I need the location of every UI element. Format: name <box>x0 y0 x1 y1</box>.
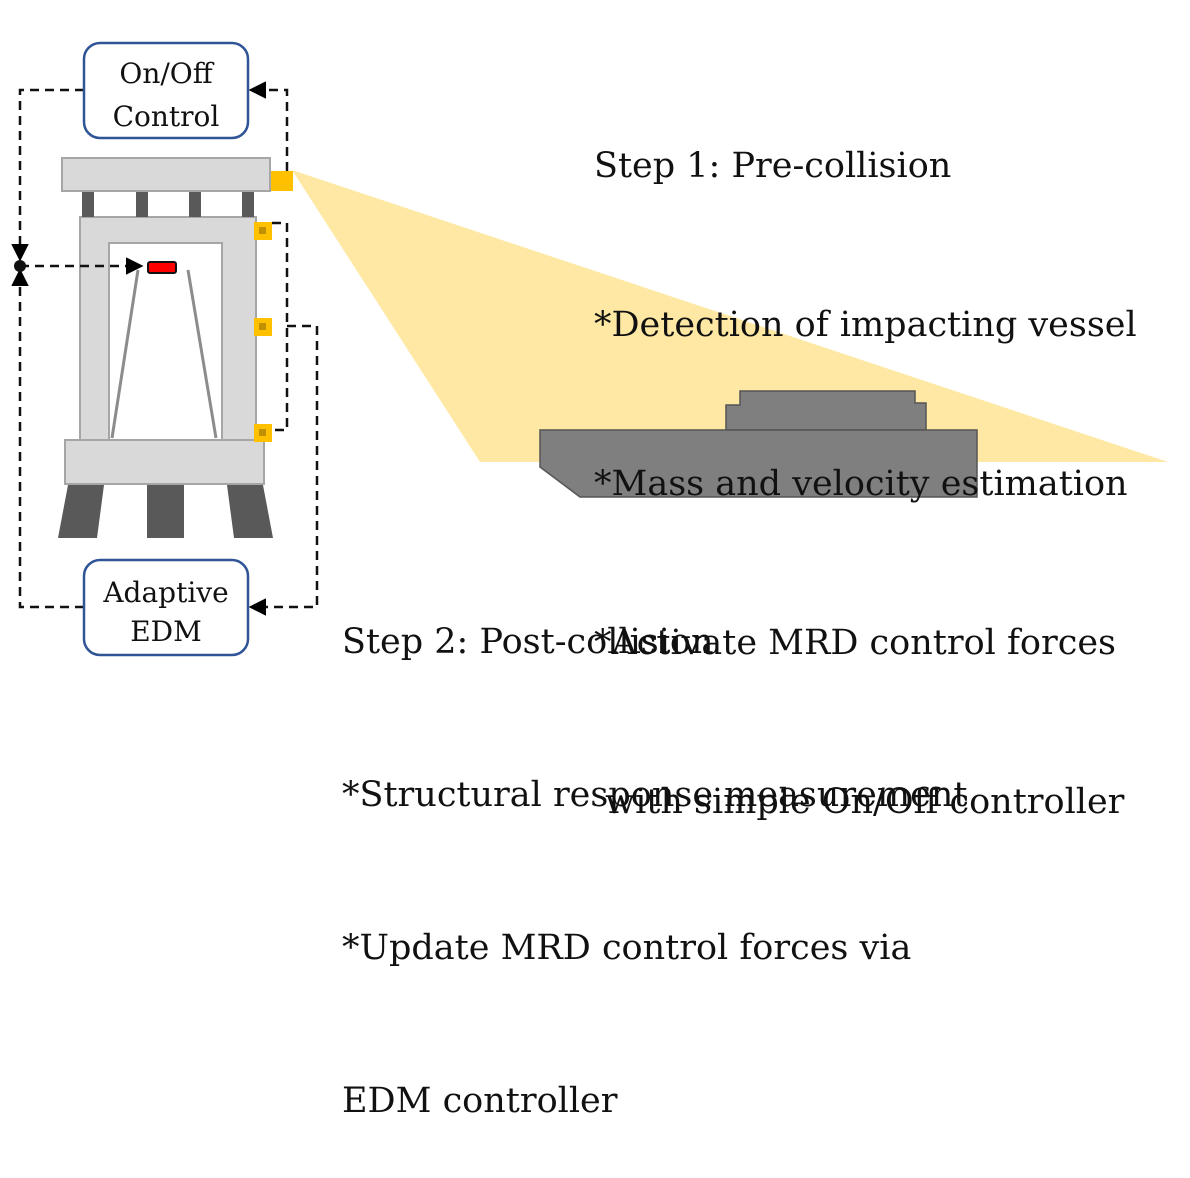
sensor-upper <box>254 222 272 240</box>
signal-edm-to-junction <box>11 268 84 609</box>
on-off-label-line2: Control <box>113 100 220 133</box>
detection-zone <box>292 170 1168 462</box>
pile-center <box>147 485 184 538</box>
bearing-2 <box>136 191 148 217</box>
step2-description: Step 2: Post-collision *Structural respo… <box>342 515 967 1178</box>
step2-item: EDM controller <box>342 1081 618 1121</box>
step2-item: *Structural response measurement <box>342 775 968 815</box>
sensor-lower <box>254 424 272 442</box>
bearing-1 <box>82 191 94 217</box>
step1-title: Step 1: Pre-collision <box>594 146 952 186</box>
vessel-superstructure <box>725 390 927 431</box>
on-off-label-line1: On/Off <box>119 57 214 90</box>
sensor-top <box>271 171 293 191</box>
vessel <box>539 390 978 498</box>
pile-right <box>227 485 273 538</box>
signal-junction-node <box>14 260 26 272</box>
step2-title: Step 2: Post-collision <box>342 622 714 662</box>
vessel-hull <box>539 429 978 498</box>
mr-damper <box>147 261 177 274</box>
brace-left <box>110 269 140 439</box>
signal-sensors-to-edm <box>248 324 319 616</box>
bridge-deck <box>61 157 271 192</box>
pier-frame <box>79 216 257 441</box>
signal-onoff-to-junction <box>11 88 84 262</box>
bearing-3 <box>189 191 201 217</box>
signal-sensor-to-onoff <box>248 81 289 171</box>
brace-right <box>186 269 218 439</box>
signal-sensors-bracket <box>272 221 289 432</box>
on-off-control-box: On/Off Control <box>82 41 250 140</box>
step1-item: *Mass and velocity estimation <box>594 464 1128 504</box>
signal-paths <box>11 81 319 616</box>
step2-item: *Update MRD control forces via <box>342 928 912 968</box>
pile-left <box>58 485 104 538</box>
adaptive-edm-label-line1: Adaptive <box>102 576 228 609</box>
adaptive-edm-box: Adaptive EDM <box>82 558 250 657</box>
bridge-pier <box>58 157 273 538</box>
step1-item: *Activate MRD control forces <box>594 623 1116 663</box>
step1-item: *Detection of impacting vessel <box>594 305 1137 345</box>
diagram-canvas: On/Off Control Adaptive EDM <box>11 41 1168 657</box>
bearing-4 <box>242 191 254 217</box>
adaptive-edm-label-line2: EDM <box>130 615 202 648</box>
pile-cap <box>64 439 265 485</box>
sensor-middle <box>254 318 272 336</box>
